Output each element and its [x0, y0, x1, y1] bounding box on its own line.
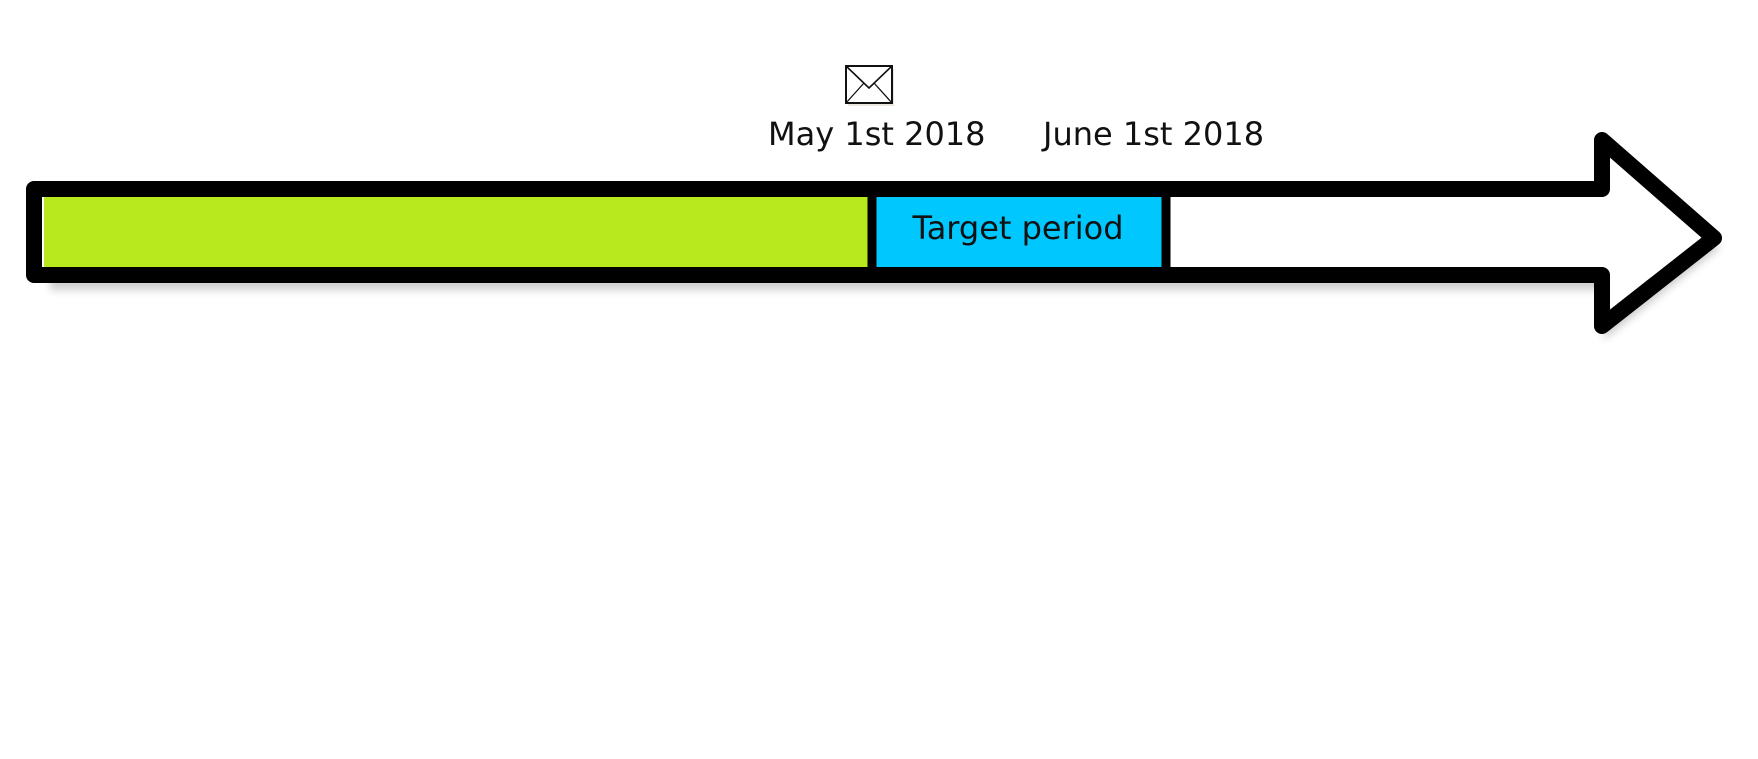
target-period-label: Target period [912, 209, 1124, 247]
may-date-label: May 1st 2018 [768, 115, 986, 153]
past-segment [44, 197, 868, 267]
envelope-icon [845, 65, 894, 106]
june-date-label: June 1st 2018 [1043, 115, 1265, 153]
target-period-segment [876, 197, 1164, 267]
